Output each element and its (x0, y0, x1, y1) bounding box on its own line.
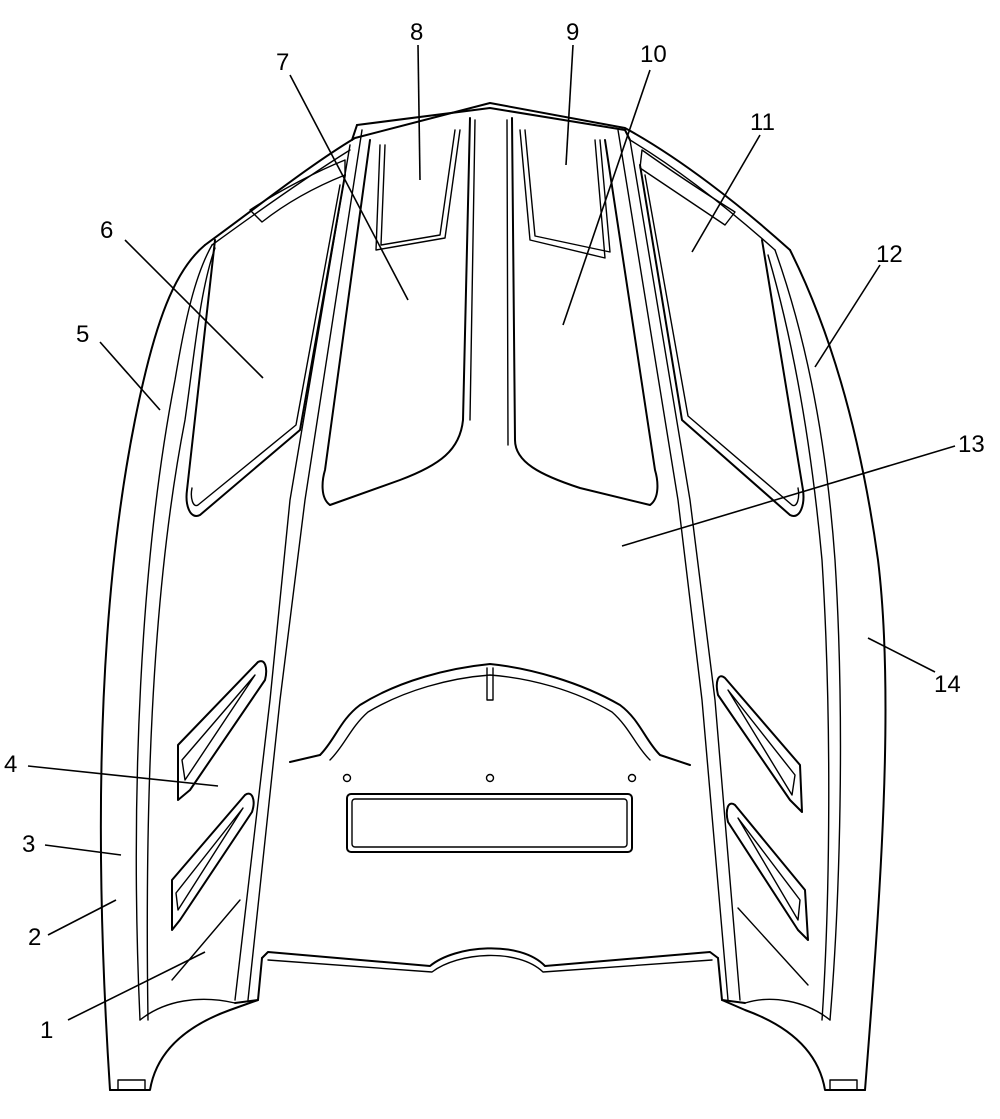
callout-9: 9 (566, 19, 579, 46)
leader-3 (44, 844, 122, 856)
leader-11 (691, 134, 761, 253)
leader-6 (124, 239, 264, 379)
front-grille (346, 793, 633, 853)
callout-10: 10 (640, 41, 667, 68)
callout-2: 2 (28, 924, 41, 951)
callout-11: 11 (750, 109, 775, 136)
callout-6: 6 (100, 217, 113, 244)
callout-labels: 1 2 3 4 5 6 7 8 9 10 11 12 13 14 (4, 19, 985, 1044)
screw-right (627, 773, 637, 783)
callout-12: 12 (876, 241, 903, 268)
screw-center (485, 773, 495, 783)
left-side-panel (185, 129, 363, 1001)
leader-9 (565, 44, 574, 166)
screw-left (342, 773, 352, 783)
callout-13: 13 (958, 431, 985, 458)
callout-7: 7 (276, 49, 289, 76)
leader-lines (27, 44, 956, 1021)
callout-4: 4 (4, 751, 17, 778)
leader-8 (417, 44, 421, 181)
front-section (109, 663, 866, 1091)
hood-outline (99, 102, 887, 1091)
right-lower-vents (715, 675, 809, 986)
center-top-panel (321, 107, 659, 506)
callout-3: 3 (22, 831, 35, 858)
leader-4 (27, 765, 219, 787)
leader-1 (67, 951, 206, 1021)
leader-5 (99, 341, 161, 411)
leader-13 (621, 445, 956, 547)
leader-10 (562, 69, 651, 326)
leader-14 (867, 637, 936, 673)
callout-5: 5 (76, 321, 89, 348)
callout-14: 14 (934, 671, 961, 698)
callout-8: 8 (410, 19, 423, 46)
callout-1: 1 (40, 1017, 53, 1044)
leader-2 (47, 899, 117, 936)
leader-7 (289, 74, 409, 301)
leader-12 (814, 264, 881, 368)
left-lower-vents (171, 660, 268, 981)
right-side-panel (617, 129, 805, 1001)
